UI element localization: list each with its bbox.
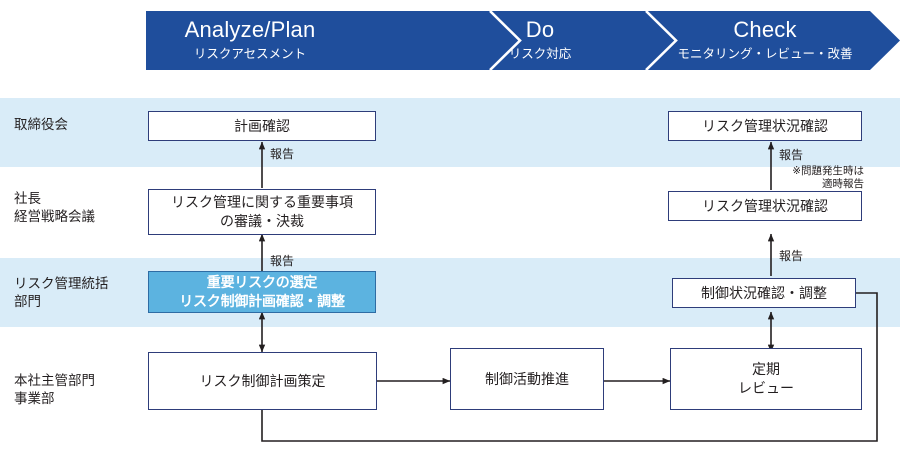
phase-header-band [146, 11, 900, 70]
edge-label-report-ceo-left: 報告 [270, 254, 295, 268]
node-control-activity[interactable]: 制御活動推進 [450, 348, 604, 410]
lane-label-risk-dept: リスク管理統括 部門 [14, 276, 109, 309]
node-control-plan[interactable]: リスク制御計画策定 [148, 352, 377, 410]
node-deliberation[interactable]: リスク管理に関する重要事項 の審議・決裁 [148, 189, 376, 235]
lane-label-business: 本社主管部門 事業部 [14, 373, 95, 406]
edge-label-report-ceo-right: 報告 [779, 249, 804, 263]
note-timely-report: ※問題発生時は 適時報告 [792, 165, 864, 190]
node-risk-status-ceo[interactable]: リスク管理状況確認 [668, 191, 862, 221]
node-key-risk-selection[interactable]: 重要リスクの選定 リスク制御計画確認・調整 [148, 271, 376, 313]
edge-label-report-board-left: 報告 [270, 147, 295, 161]
node-periodic-review[interactable]: 定期 レビュー [670, 348, 862, 410]
edge-label-report-board-right: 報告 [779, 148, 804, 162]
node-control-status-adjust[interactable]: 制御状況確認・調整 [672, 278, 856, 308]
lane-label-board: 取締役会 [14, 117, 68, 132]
node-risk-status-board[interactable]: リスク管理状況確認 [668, 111, 862, 141]
node-plan-confirm[interactable]: 計画確認 [148, 111, 376, 141]
lane-label-ceo: 社長 経営戦略会議 [14, 191, 95, 224]
